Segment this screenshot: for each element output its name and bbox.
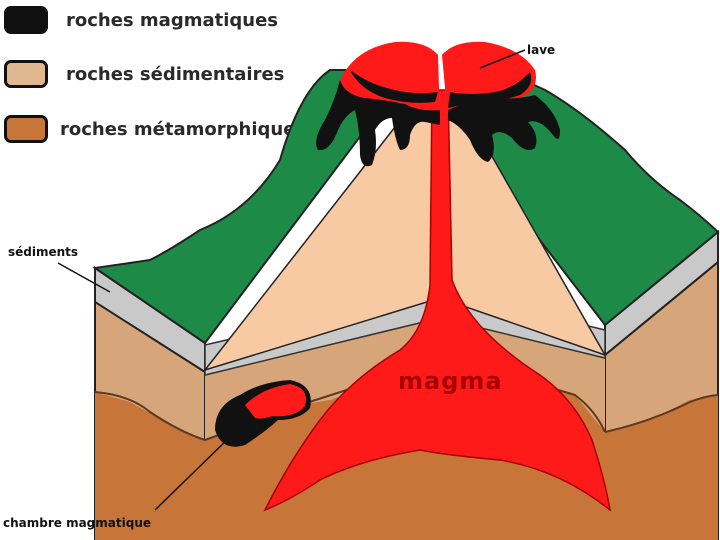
legend-label-magmatic: roches magmatiques [66, 9, 279, 31]
magmatic-flows [316, 70, 560, 167]
label-sediments: sédiments [8, 245, 78, 259]
legend-swatch-metamorphic [4, 115, 48, 143]
legend-item-magmatic: roches magmatiques [4, 6, 278, 34]
magma-body [263, 89, 612, 512]
legend-label-sedimentary: roches sédimentaires [66, 63, 285, 85]
legend-swatch-magmatic [4, 6, 48, 34]
label-chambre-magmatique: chambre magmatique [3, 516, 151, 530]
legend-label-metamorphic: roches métamorphiques [60, 118, 307, 140]
right-front-face [604, 229, 719, 540]
legend-swatch-sedimentary [4, 60, 48, 88]
label-magma: magma [398, 367, 503, 395]
legend-item-metamorphic: roches métamorphiques [4, 115, 306, 143]
legend-item-sedimentary: roches sédimentaires [4, 60, 284, 88]
label-lave: lave [527, 43, 555, 57]
magma-chamber [215, 380, 311, 447]
cone-cut-faces [202, 94, 607, 372]
label-leaders [57, 49, 526, 511]
